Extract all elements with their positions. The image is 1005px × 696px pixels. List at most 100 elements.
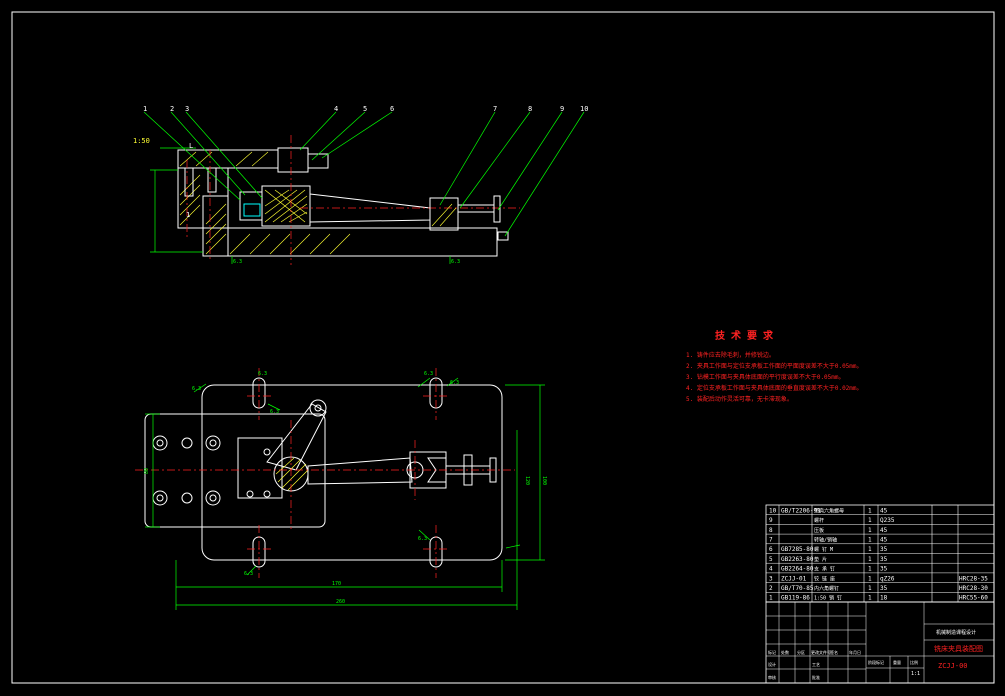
side-cam-hatch	[264, 189, 308, 223]
side-callout-2: 2	[170, 105, 174, 113]
parts-cell-code: GB119-86	[781, 595, 810, 602]
parts-cell-name: 1:50 销 钉	[814, 595, 842, 602]
side-left-body-inner	[202, 195, 229, 257]
parts-cell-material: 35	[880, 556, 888, 563]
plan-v-block	[427, 457, 447, 483]
parts-cell-qty: 1	[868, 546, 872, 553]
title-row-label-1: 标记	[768, 649, 776, 655]
parts-cell-material: 45	[880, 527, 888, 534]
side-callout-6: 6	[390, 105, 394, 113]
parts-cell-no: 9	[769, 517, 773, 524]
drawing-frame	[11, 11, 995, 684]
plan-dim-170: 170	[332, 581, 341, 587]
parts-cell-code: ZCJJ-01	[781, 575, 807, 582]
parts-cell-name: 转轴/销轴	[814, 537, 837, 544]
parts-cell-qty: 1	[868, 556, 872, 563]
side-callout-labels: 1 2 3 4 5 6 7 8 9 10	[143, 105, 588, 113]
side-top-plate-nut	[307, 153, 329, 169]
parts-cell-no: 2	[769, 585, 773, 592]
plan-roughness-7: 6.3	[418, 536, 427, 542]
tech-requirement-4: 4. 定位支承板工作面与夹具体底面的垂直度误差不大于0.02mm。	[686, 384, 863, 392]
side-lower-label: 1	[186, 211, 190, 219]
title-row-label-5: 签名	[830, 649, 838, 655]
title-stage-2: 重量	[893, 659, 901, 665]
title-block-frame	[765, 601, 995, 684]
title-sign-1: 设计	[768, 661, 776, 667]
side-roughness-1: 6.3	[233, 259, 242, 265]
side-callout-5: 5	[363, 105, 367, 113]
parts-cell-material: 35	[880, 546, 888, 553]
parts-cell-name: 内六角螺钉	[814, 585, 839, 592]
parts-cell-name: 垫 片	[814, 556, 827, 563]
title-block-grid	[766, 602, 994, 683]
parts-cell-no: 3	[769, 575, 773, 582]
parts-cell-qty: 1	[868, 527, 872, 534]
title-row-label-3: 分区	[797, 649, 805, 655]
plan-dim-80: 80	[144, 468, 150, 474]
title-row-label-4: 更改文件号	[811, 649, 831, 655]
parts-cell-material: 45	[880, 537, 888, 544]
title-row-label-6: 年月日	[849, 649, 861, 655]
side-base-plate	[202, 227, 498, 257]
title-drawing-name: 铣床夹具装配图	[934, 644, 983, 653]
parts-cell-no: 8	[769, 527, 773, 534]
side-callout-3: 3	[185, 105, 189, 113]
plan-roughness-6: 6.3	[244, 571, 253, 577]
title-block: 机械制造课程设计 铣床夹具装配图 ZCJJ-00 1:1 标记 处数 分区 更改…	[765, 601, 995, 684]
parts-cell-code: GB2264-80	[781, 566, 814, 573]
parts-cell-name: 带肩六角螺母	[814, 507, 844, 514]
parts-cell-name: 压板	[814, 527, 824, 534]
tech-requirement-2: 2. 夹具工作面与定位支承板工作面的平面度误差不大于0.05mm。	[686, 362, 863, 370]
parts-cell-name: 螺 钉 M	[814, 546, 833, 553]
title-company: 机械制造课程设计	[936, 629, 976, 636]
parts-cell-code: GB2263-80	[781, 556, 814, 563]
side-callout-8: 8	[528, 105, 532, 113]
plan-dim-120: 120	[524, 476, 530, 485]
side-roughness-2: 6.3	[451, 259, 460, 265]
parts-cell-no: 7	[769, 537, 773, 544]
parts-cell-qty: 1	[868, 585, 872, 592]
plan-lever-pin	[309, 399, 327, 417]
side-callout-7: 7	[493, 105, 497, 113]
parts-cell-qty: 1	[868, 517, 872, 524]
title-scale: 1:1	[911, 671, 920, 677]
tech-requirements-title: 技 术 要 求	[715, 329, 774, 342]
parts-cell-no: 10	[769, 507, 777, 514]
title-row-label-2: 处数	[781, 649, 789, 655]
side-left-label: L	[189, 142, 193, 150]
side-scale-note: 1:50	[133, 137, 150, 145]
parts-cell-name: 螺杆	[814, 517, 824, 524]
title-sign-2: 审核	[768, 674, 776, 680]
title-stage-3: 比例	[910, 659, 918, 665]
plan-base-plate	[201, 384, 503, 561]
plan-roughness-1: 6.3	[192, 386, 201, 392]
side-view: 1 2 3 4 5 6 7 8 9 10 1:50 L 1 6.3 6.3	[133, 105, 588, 265]
plan-dim-100: 100	[541, 476, 547, 485]
title-sign-4: 批准	[812, 674, 820, 680]
parts-cell-qty: 1	[868, 575, 872, 582]
plan-left-block	[144, 413, 326, 528]
parts-cell-name: 铰 链 座	[814, 575, 835, 582]
plan-holes	[152, 435, 271, 506]
plan-connecting-arm	[307, 457, 413, 485]
tech-requirement-3: 3. 钻模工作面与夹具体底面的平行度误差不大于0.05mm。	[686, 373, 845, 381]
plan-roughness-4: 6.3	[450, 380, 459, 386]
title-drawing-no: ZCJJ-00	[938, 662, 968, 670]
parts-cell-material: 35	[880, 585, 888, 592]
parts-cell-code: GB7285-80	[781, 546, 814, 553]
parts-cell-note: HRC28-35	[959, 575, 988, 582]
plan-lever	[266, 403, 327, 471]
side-callout-9: 9	[560, 105, 564, 113]
plan-dimension-lines	[145, 377, 545, 610]
parts-cell-no: 4	[769, 566, 773, 573]
plan-slots	[252, 377, 443, 568]
title-stage-1: 阶段标记	[868, 659, 884, 665]
plan-lever-pin-hole	[314, 404, 322, 412]
parts-cell-code: GB/T70-85	[781, 585, 814, 592]
parts-cell-material: 35	[880, 566, 888, 573]
side-callout-10: 10	[580, 105, 588, 113]
